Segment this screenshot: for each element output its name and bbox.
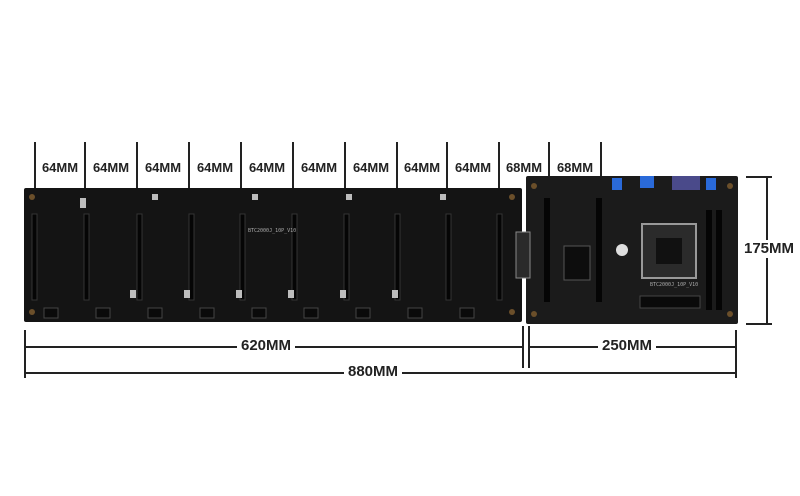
pcie-slots (31, 213, 503, 301)
segment-tick (600, 142, 602, 190)
right-width-label: 250MM (598, 338, 657, 354)
segment-label: 64MM (196, 160, 234, 175)
height-top-tick (746, 176, 772, 178)
segment-tick (188, 142, 190, 190)
segment-tick (34, 142, 36, 190)
height-bottom-tick (746, 323, 772, 325)
segment-tick (446, 142, 448, 190)
total-width-label: 880MM (344, 364, 403, 380)
segment-label: 64MM (300, 160, 338, 175)
segment-tick (498, 142, 500, 190)
segment-tick (240, 142, 242, 190)
riser-board (24, 188, 522, 322)
segment-label: 64MM (403, 160, 441, 175)
board-bridge (515, 231, 531, 279)
segment-label: 64MM (454, 160, 492, 175)
segment-label: 64MM (92, 160, 130, 175)
dim-right-end (735, 330, 737, 378)
segment-tick (344, 142, 346, 190)
mounting-holes (29, 183, 733, 317)
segment-tick (548, 142, 550, 190)
segment-tick (84, 142, 86, 190)
segment-label: 68MM (556, 160, 594, 175)
riser-silkscreen: BTC2000J_10P_V10 (248, 228, 297, 234)
segment-label: 64MM (41, 160, 79, 175)
left-width-label: 620MM (237, 338, 296, 354)
dim-middle (522, 326, 524, 368)
segment-tick (136, 142, 138, 190)
power-connectors (43, 307, 475, 319)
segment-tick (396, 142, 398, 190)
segment-label: 68MM (505, 160, 543, 175)
segment-label: 64MM (352, 160, 390, 175)
cpu-silkscreen: BTC2000J_10P_V10 (650, 282, 699, 288)
connectors (80, 194, 446, 298)
cpu-board (526, 176, 738, 324)
segment-label: 64MM (144, 160, 182, 175)
cpu-board-components (544, 176, 722, 310)
segment-tick (292, 142, 294, 190)
dim-left-end (24, 330, 26, 378)
segment-label: 64MM (248, 160, 286, 175)
height-label: 175MM (742, 240, 797, 258)
